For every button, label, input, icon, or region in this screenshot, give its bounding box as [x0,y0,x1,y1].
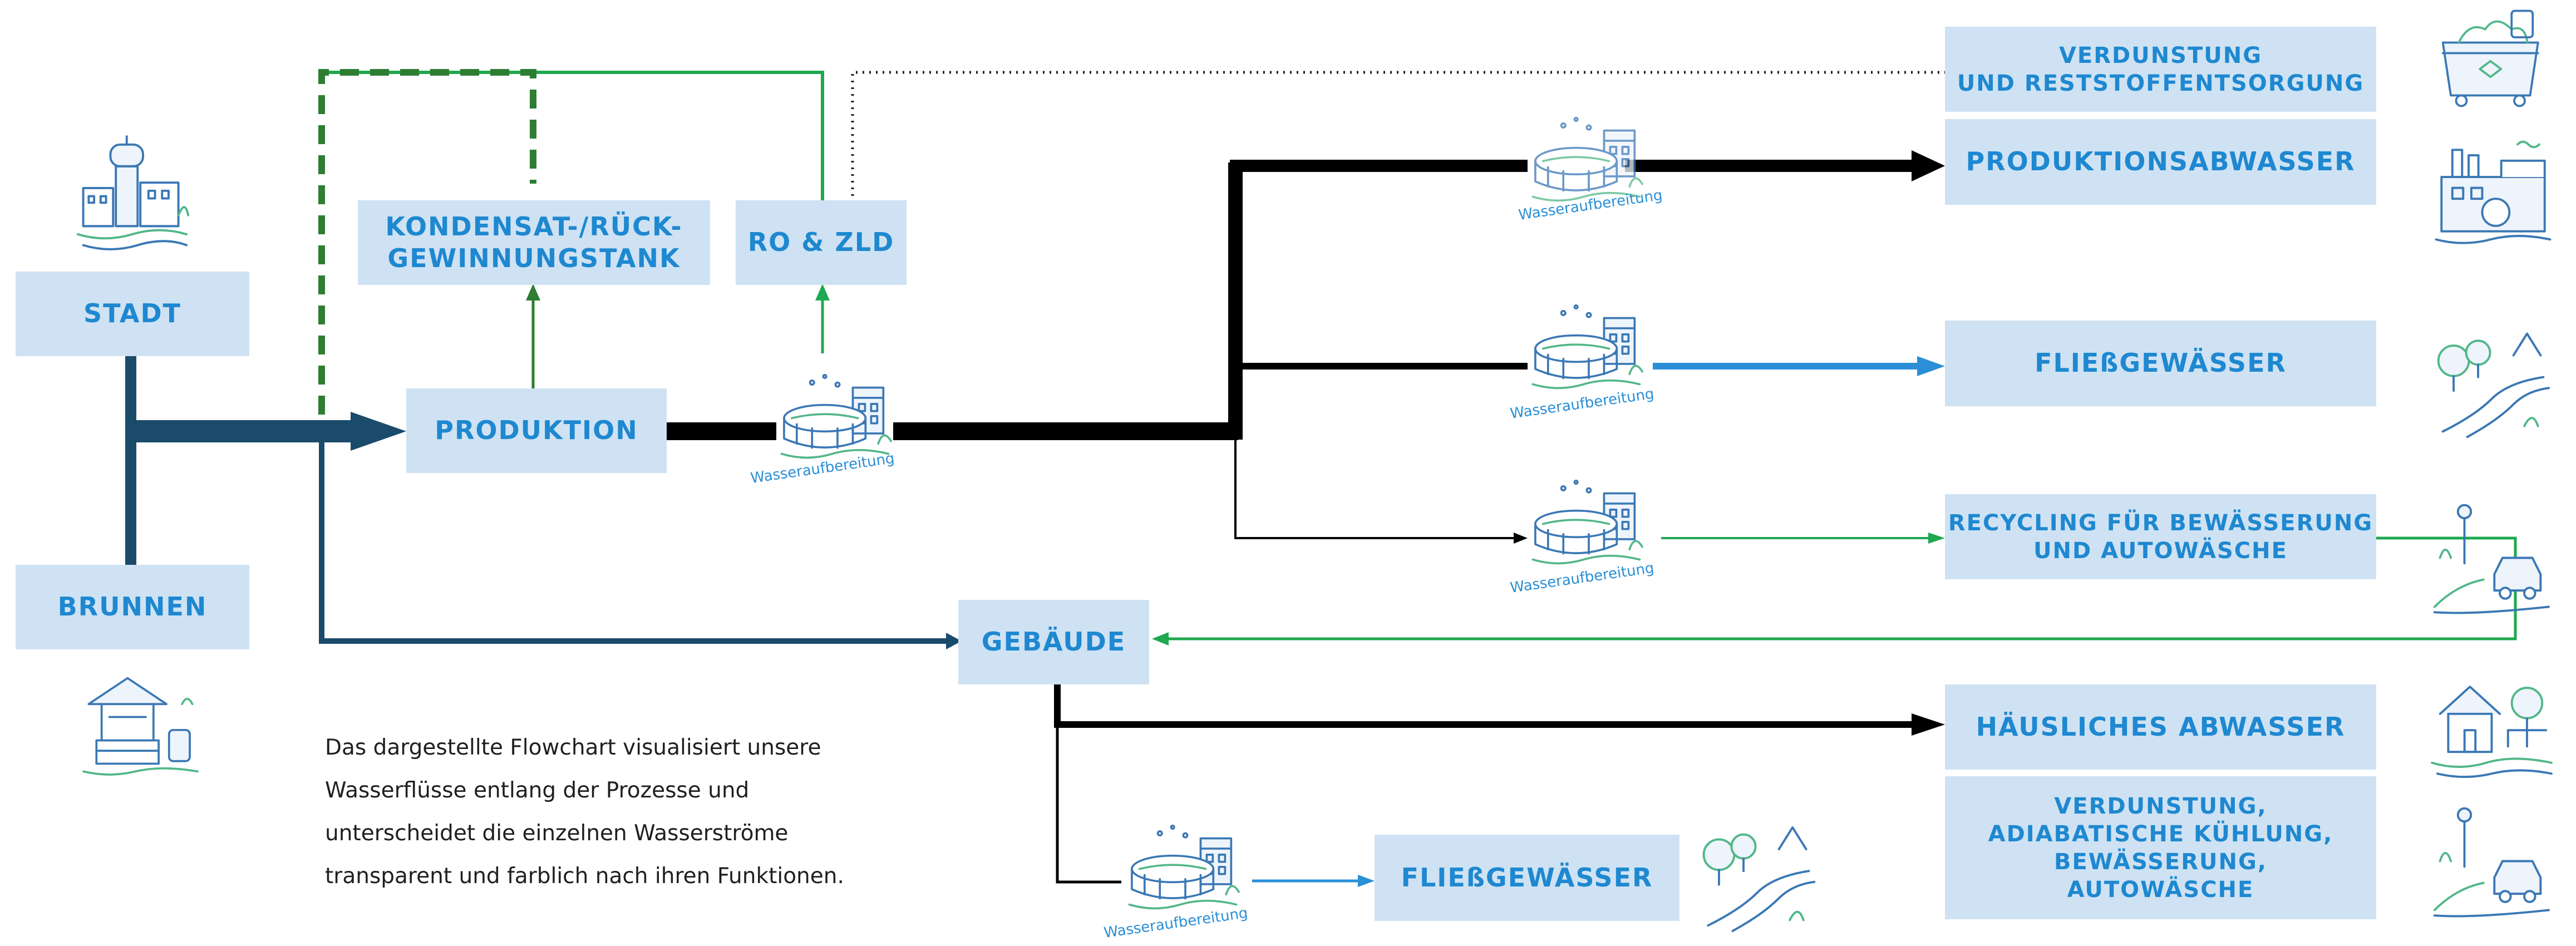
water-treatment-icon [1531,116,1643,202]
stadt-label: STADT [83,298,182,329]
gebaeude-label: GEBÄUDE [981,627,1126,657]
verdunstung-kuehlung-label: VERDUNSTUNG, ADIABATISCHE KÜHLUNG, BEWÄS… [1988,793,2333,903]
gebaeude-box: GEBÄUDE [958,600,1149,684]
arrowhead [1514,533,1528,544]
waste-container-icon [2441,9,2539,107]
city-icon [76,135,190,250]
water-treatment-node: Wasseraufbereitung [1509,304,1655,422]
verdunstung-reststoff-box: VERDUNSTUNG UND RESTSTOFFENTSORGUNG [1945,27,2376,112]
arrowhead [1152,632,1169,646]
produktionsabwasser-label: PRODUKTIONSABWASSER [1966,146,2356,177]
kondensat-tank-label: KONDENSAT-/RÜCK- GEWINNUNGSTANK [385,211,683,274]
kondensat-tank-box: KONDENSAT-/RÜCK- GEWINNUNGSTANK [358,200,710,285]
produktion-box: PRODUKTION [406,388,667,473]
house-icon [2431,686,2553,779]
factory-icon [2435,140,2552,244]
fliessgewaesser-box-bottom: FLIEßGEWÄSSER [1375,835,1679,921]
recycling-box: RECYCLING FÜR BEWÄSSERUNG UND AUTOWÄSCHE [1945,494,2376,579]
dotted-connector [851,71,1951,223]
gebaeude-to-treatment-line [1056,725,1121,884]
gebaeude-feed-line [319,431,946,644]
kondensat-dashed-loop [318,69,536,415]
water-treatment-icon [1531,479,1643,565]
treatment-label: Wasseraufbereitung [1518,187,1663,224]
caption-line: Wasserflüsse entlang der Prozesse und [325,778,750,803]
caption: Das dargestellte Flowchart visualisiert … [325,726,993,898]
fliessgewaesser-label: FLIEßGEWÄSSER [2035,348,2287,378]
arrowhead [526,284,540,300]
gebaeude-to-abwasser-line [1054,684,1914,728]
arrowhead [1912,713,1945,736]
to-treatment-low-line [1234,434,1514,539]
brunnen-box: BRUNNEN [16,565,249,649]
verdunstung-reststoff-label: VERDUNSTUNG UND RESTSTOFFENTSORGUNG [1957,42,2365,96]
ro-zld-box: RO & ZLD [736,200,907,285]
river-icon [1702,826,1816,932]
car-wash-icon [2433,807,2550,918]
caption-line: Das dargestellte Flowchart visualisiert … [325,735,821,760]
river-icon [2437,332,2550,438]
haeusliches-abwasser-box: HÄUSLICHES ABWASSER [1945,684,2376,770]
brunnen-label: BRUNNEN [57,592,208,622]
water-treatment-icon [780,373,892,459]
fliessgewaesser-box: FLIEßGEWÄSSER [1945,321,2376,406]
well-icon [82,677,199,776]
ro-zld-label: RO & ZLD [747,227,895,258]
treatment-label: Wasseraufbereitung [1103,905,1249,942]
arrowhead [946,633,962,649]
recycling-label: RECYCLING FÜR BEWÄSSERUNG UND AUTOWÄSCHE [1948,510,2373,564]
ro-to-loop-line [322,71,824,200]
fliessgewaesser-bottom-label: FLIEßGEWÄSSER [1401,862,1653,893]
arrowhead [351,412,406,451]
arrowhead [1912,150,1945,181]
water-treatment-node: Wasseraufbereitung [1103,824,1249,942]
stadt-box: STADT [16,272,249,356]
caption-line: unterscheidet die einzelnen Wasserströme [325,821,789,846]
treatment-label: Wasseraufbereitung [1509,560,1655,597]
arrowhead [1358,875,1375,887]
car-wash-icon [2433,504,2550,614]
produktionsabwasser-box: PRODUKTIONSABWASSER [1945,119,2376,205]
arrowhead [1917,356,1945,376]
haeusliches-abwasser-label: HÄUSLICHES ABWASSER [1976,711,2346,742]
arrowhead [1928,533,1945,544]
arrowhead [815,284,830,300]
water-treatment-node: Wasseraufbereitung [1509,479,1655,597]
verdunstung-kuehlung-box: VERDUNSTUNG, ADIABATISCHE KÜHLUNG, BEWÄS… [1945,776,2376,919]
treatment-label: Wasseraufbereitung [1509,386,1655,422]
caption-line: transparent und farblich nach ihren Funk… [325,864,844,889]
water-treatment-icon [1531,304,1643,390]
water-treatment-icon [1128,824,1240,910]
produktion-label: PRODUKTION [435,415,638,446]
